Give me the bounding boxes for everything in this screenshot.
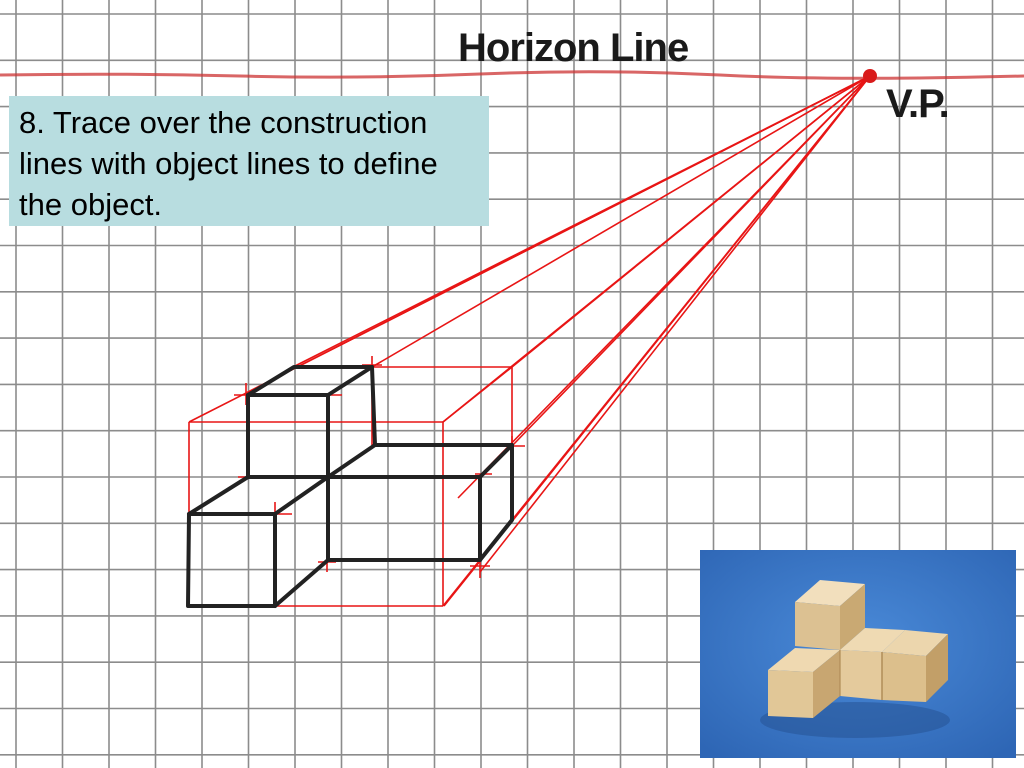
block-model-photo	[700, 550, 1016, 758]
construction-line	[511, 75, 871, 368]
construction-line	[479, 75, 871, 573]
construction-line	[511, 75, 871, 521]
object-line	[187, 475, 250, 516]
instruction-text: 8. Trace over the construction lines wit…	[19, 105, 438, 222]
vanishing-point-label: V.P.	[886, 82, 950, 126]
object-line	[326, 443, 514, 479]
object-line	[273, 558, 330, 608]
construction-edge	[442, 366, 513, 423]
object-line	[273, 475, 330, 516]
instruction-box: 8. Trace over the construction lines wit…	[9, 96, 489, 226]
construction-line	[292, 75, 871, 368]
object-line	[246, 365, 374, 397]
construction-line	[371, 75, 871, 368]
horizon-line	[0, 70, 1024, 80]
vanishing-point-dot	[863, 69, 877, 83]
object-lines	[186, 365, 514, 608]
object-line	[186, 512, 277, 608]
object-line	[326, 365, 514, 562]
horizon-line-label: Horizon Line	[458, 26, 689, 70]
construction-line	[457, 75, 871, 499]
object-line	[246, 393, 330, 479]
